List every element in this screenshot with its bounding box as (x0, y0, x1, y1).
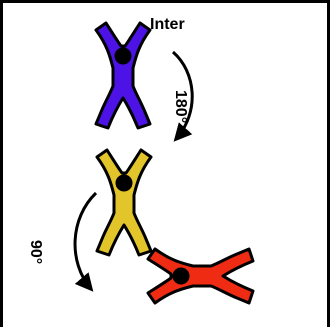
jumper-2-head (115, 174, 133, 192)
frame-right-border (327, 0, 330, 327)
rotation-arrow-90 (73, 191, 98, 292)
rotation-arrow-180 (171, 50, 194, 142)
jumper-1-figure (94, 21, 152, 130)
frame-left-border (0, 0, 3, 327)
diagram-title: Inter (150, 16, 185, 33)
jumper-3-body (146, 247, 255, 305)
jumper-3-figure (146, 247, 255, 305)
frame-top-border (0, 0, 330, 3)
jumper-1-body (94, 21, 152, 130)
jumper-3-head (172, 267, 190, 285)
jumper-2-figure (95, 148, 153, 257)
jumper-2-body (95, 148, 153, 257)
jumper-1-head (114, 47, 132, 65)
